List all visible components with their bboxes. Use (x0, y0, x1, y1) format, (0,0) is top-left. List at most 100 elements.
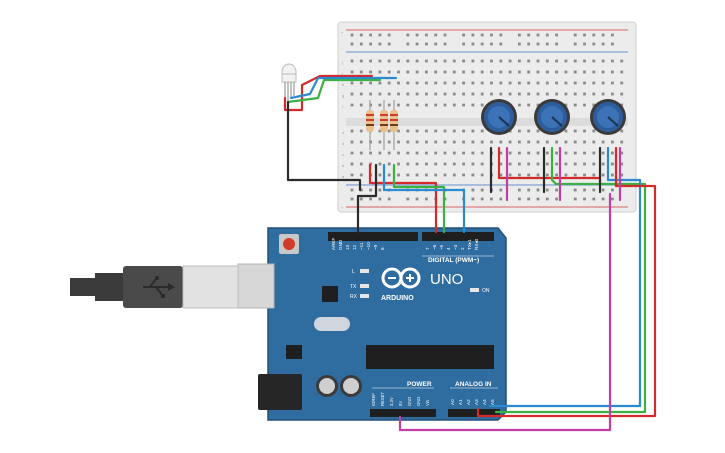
breadboard-hole[interactable] (397, 70, 400, 74)
breadboard-hole[interactable] (555, 70, 558, 74)
breadboard-hole[interactable] (350, 92, 354, 96)
rail-hole[interactable] (601, 42, 605, 46)
breadboard-hole[interactable] (536, 162, 540, 166)
breadboard-hole[interactable] (378, 173, 382, 177)
breadboard-hole[interactable] (387, 151, 391, 155)
breadboard-hole[interactable] (452, 162, 456, 166)
breadboard-hole[interactable] (480, 92, 484, 96)
breadboard-hole[interactable] (397, 140, 400, 144)
rail-hole[interactable] (359, 33, 363, 37)
breadboard-hole[interactable] (350, 162, 354, 166)
breadboard-hole[interactable] (359, 70, 363, 74)
breadboard-hole[interactable] (480, 103, 484, 107)
breadboard-hole[interactable] (415, 162, 419, 166)
breadboard-hole[interactable] (415, 92, 419, 96)
breadboard-hole[interactable] (425, 81, 428, 85)
rail-hole[interactable] (387, 42, 391, 46)
breadboard-hole[interactable] (359, 173, 363, 177)
rail-hole[interactable] (425, 42, 428, 46)
rail-hole[interactable] (359, 188, 363, 192)
breadboard-hole[interactable] (583, 81, 586, 85)
breadboard-hole[interactable] (415, 173, 419, 177)
breadboard-hole[interactable] (564, 70, 568, 74)
breadboard-hole[interactable] (452, 103, 456, 107)
breadboard-hole[interactable] (471, 162, 475, 166)
breadboard-hole[interactable] (573, 173, 577, 177)
breadboard-hole[interactable] (583, 103, 586, 107)
breadboard-hole[interactable] (545, 140, 549, 144)
rail-hole[interactable] (350, 188, 354, 192)
breadboard-hole[interactable] (425, 59, 428, 63)
wire-pot3-red[interactable] (476, 146, 657, 418)
breadboard-hole[interactable] (536, 129, 540, 133)
rail-hole[interactable] (573, 197, 577, 201)
breadboard-hole[interactable] (434, 92, 438, 96)
rail-hole[interactable] (536, 42, 540, 46)
breadboard-hole[interactable] (406, 103, 410, 107)
breadboard-hole[interactable] (545, 92, 549, 96)
breadboard-hole[interactable] (443, 140, 447, 144)
breadboard-hole[interactable] (406, 162, 410, 166)
breadboard-hole[interactable] (611, 70, 614, 74)
rail-hole[interactable] (369, 197, 372, 201)
rail-hole[interactable] (573, 188, 577, 192)
breadboard-hole[interactable] (397, 103, 400, 107)
breadboard-hole[interactable] (518, 81, 521, 85)
breadboard-hole[interactable] (583, 129, 586, 133)
breadboard-hole[interactable] (434, 129, 438, 133)
breadboard-hole[interactable] (452, 173, 456, 177)
breadboard-hole[interactable] (480, 162, 484, 166)
breadboard-hole[interactable] (462, 129, 465, 133)
breadboard-hole[interactable] (462, 103, 465, 107)
breadboard-hole[interactable] (397, 59, 400, 63)
breadboard-hole[interactable] (443, 70, 447, 74)
breadboard-hole[interactable] (508, 92, 512, 96)
breadboard-hole[interactable] (350, 129, 354, 133)
rail-hole[interactable] (471, 197, 475, 201)
rail-hole[interactable] (545, 42, 549, 46)
breadboard-hole[interactable] (601, 162, 605, 166)
rail-hole[interactable] (601, 33, 605, 37)
rail-hole[interactable] (611, 197, 614, 201)
breadboard-hole[interactable] (564, 162, 568, 166)
breadboard-hole[interactable] (359, 140, 363, 144)
rail-hole[interactable] (592, 33, 596, 37)
breadboard-hole[interactable] (499, 140, 503, 144)
breadboard-hole[interactable] (518, 129, 521, 133)
breadboard-hole[interactable] (415, 140, 419, 144)
rail-hole[interactable] (592, 42, 596, 46)
breadboard-hole[interactable] (583, 70, 586, 74)
breadboard-hole[interactable] (545, 70, 549, 74)
rail-hole[interactable] (359, 42, 363, 46)
breadboard-hole[interactable] (359, 151, 363, 155)
usb-cable[interactable] (70, 265, 239, 309)
wire-led-blue[interactable] (289, 76, 398, 100)
breadboard-hole[interactable] (499, 173, 503, 177)
breadboard-hole[interactable] (573, 129, 577, 133)
potentiometer-1[interactable] (481, 99, 517, 135)
rail-hole[interactable] (378, 197, 382, 201)
breadboard-hole[interactable] (462, 59, 465, 63)
breadboard-hole[interactable] (499, 81, 503, 85)
breadboard-hole[interactable] (620, 129, 624, 133)
rail-hole[interactable] (592, 197, 596, 201)
breadboard-hole[interactable] (508, 70, 512, 74)
breadboard-hole[interactable] (471, 140, 475, 144)
breadboard-hole[interactable] (611, 151, 614, 155)
rail-hole[interactable] (601, 197, 605, 201)
breadboard-hole[interactable] (434, 103, 438, 107)
breadboard-hole[interactable] (350, 70, 354, 74)
breadboard-hole[interactable] (462, 162, 465, 166)
rail-hole[interactable] (406, 33, 410, 37)
breadboard-hole[interactable] (480, 129, 484, 133)
breadboard-hole[interactable] (499, 59, 503, 63)
breadboard-hole[interactable] (490, 59, 493, 63)
breadboard-hole[interactable] (397, 81, 400, 85)
breadboard-hole[interactable] (620, 103, 624, 107)
breadboard-hole[interactable] (536, 92, 540, 96)
rail-hole[interactable] (555, 188, 558, 192)
rail-hole[interactable] (471, 33, 475, 37)
breadboard-hole[interactable] (592, 151, 596, 155)
breadboard-hole[interactable] (527, 173, 531, 177)
